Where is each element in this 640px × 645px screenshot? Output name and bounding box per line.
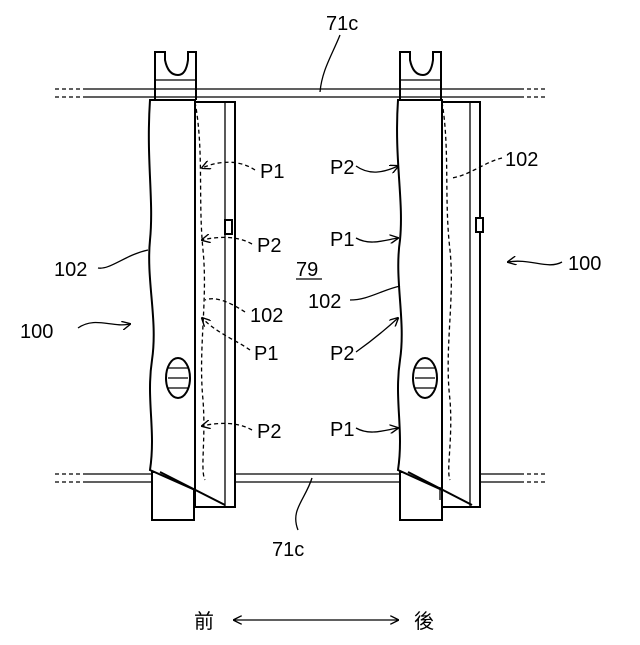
right-back-plate — [440, 102, 480, 507]
left-tab — [225, 220, 232, 234]
label-part-right: 102 — [505, 149, 538, 171]
label-left-p1-b: P1 — [254, 343, 278, 365]
label-right-p2-a: P2 — [330, 157, 354, 179]
label-right-p1-b: P1 — [330, 419, 354, 441]
label-left-p1-a: P1 — [260, 161, 284, 183]
label-left-p2-a: P2 — [257, 235, 281, 257]
right-unit — [397, 52, 483, 520]
label-rail-top: 71c — [326, 13, 358, 35]
label-part-mid: 102 — [250, 305, 283, 327]
label-center-ref: 79 — [296, 259, 318, 281]
label-part-center: 102 — [308, 291, 341, 313]
label-right-p2-b: P2 — [330, 343, 354, 365]
label-left-p2-b: P2 — [257, 421, 281, 443]
label-unit-right: 100 — [568, 253, 601, 275]
left-body — [149, 100, 195, 490]
label-unit-left: 100 — [20, 321, 53, 343]
label-part-left: 102 — [54, 259, 87, 281]
top-rail — [55, 89, 548, 97]
label-right-p1-a: P1 — [330, 229, 354, 251]
right-body — [397, 100, 442, 490]
label-front: 前 — [194, 610, 214, 633]
label-back: 後 — [414, 610, 434, 633]
label-rail-bottom: 71c — [272, 539, 304, 561]
left-back-plate — [195, 102, 235, 507]
left-unit — [149, 52, 235, 520]
right-tab — [476, 218, 483, 232]
